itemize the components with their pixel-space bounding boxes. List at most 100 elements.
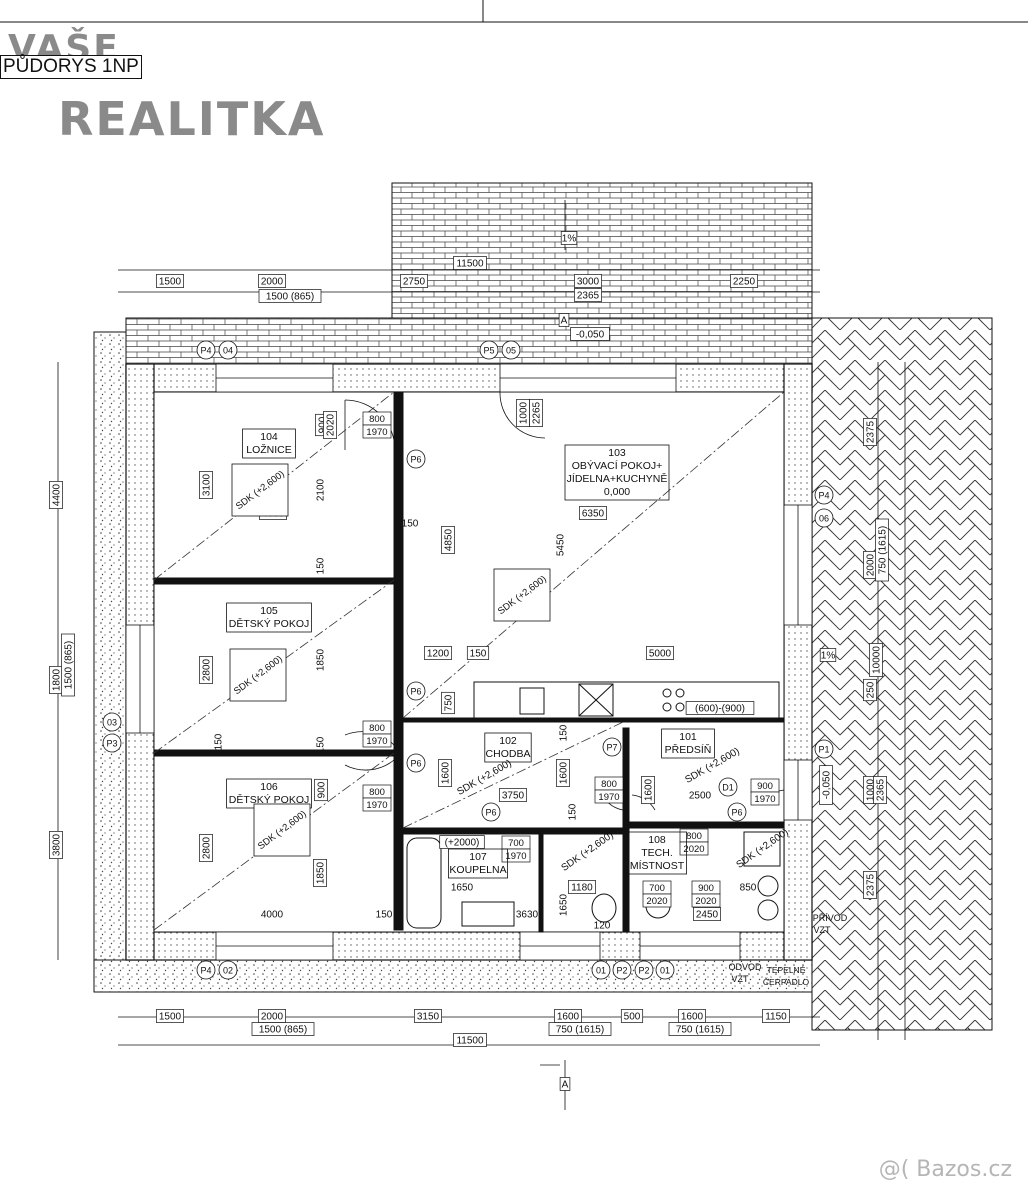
window-tag: P2 [612, 960, 632, 980]
dim-label: 4400 [49, 481, 63, 509]
window-tag: P6 [727, 802, 747, 822]
svg-text:P2: P2 [638, 966, 649, 976]
svg-text:900: 900 [757, 781, 773, 792]
svg-text:0,000: 0,000 [604, 486, 630, 498]
paving-east [811, 317, 993, 1031]
svg-text:P6: P6 [731, 808, 742, 818]
dim-label: 750 (1615) [548, 1022, 612, 1036]
dim-label: 850 [740, 883, 757, 894]
label-heat-pump: TEPELNÉ [767, 965, 806, 975]
dim-label: 150 [568, 803, 579, 820]
dim-label: 2750 [400, 274, 428, 288]
svg-text:150: 150 [376, 910, 393, 921]
window-tag: P2 [634, 960, 654, 980]
svg-text:1000: 1000 [519, 401, 530, 424]
svg-text:04: 04 [223, 346, 233, 356]
dim-label: 1600 [554, 1009, 582, 1023]
dim-label: 2500 [689, 791, 712, 802]
svg-text:1650: 1650 [451, 883, 474, 894]
dim-label: 2800 [199, 656, 213, 684]
svg-text:LOŽNICE: LOŽNICE [246, 443, 292, 456]
dim-label: 1600 [438, 759, 452, 787]
door-tag: 900 1970 [750, 778, 780, 806]
svg-text:3000: 3000 [577, 277, 600, 288]
dim-label: 2000 [863, 551, 877, 579]
svg-text:D1: D1 [722, 783, 734, 793]
svg-text:JÍDELNA+KUCHYNĚ: JÍDELNA+KUCHYNĚ [567, 472, 668, 485]
svg-text:2375: 2375 [866, 873, 877, 896]
window-tag: 06 [814, 508, 834, 528]
svg-text:101: 101 [679, 731, 697, 743]
label-privod: PŘÍVOD [813, 913, 848, 923]
window-tag: 04 [218, 340, 238, 360]
svg-text:1850: 1850 [316, 648, 327, 671]
window-tag: P4 [196, 960, 216, 980]
svg-text:2020: 2020 [646, 896, 667, 907]
svg-text:700: 700 [508, 838, 524, 849]
svg-text:A: A [561, 316, 568, 327]
svg-text:1970: 1970 [754, 794, 775, 805]
svg-text:-0,050: -0,050 [576, 330, 605, 341]
label-heat-pump-2: ČERPADLO [763, 977, 810, 987]
svg-text:1500 (865): 1500 (865) [266, 292, 314, 303]
window-tag: D1 [718, 777, 738, 797]
dim-label: 3800 [49, 831, 63, 859]
dim-label: 3100 [199, 471, 213, 499]
dim-label: 2000 [258, 1009, 286, 1023]
svg-text:900: 900 [317, 781, 328, 798]
svg-text:01: 01 [660, 966, 670, 976]
dim-label: 2375 [863, 871, 877, 899]
dim-label: 1650 [559, 893, 570, 916]
dim-label: 2250 [730, 274, 758, 288]
dim-label: 1500 (865) [251, 1022, 315, 1036]
dim-label: 2265 [529, 399, 543, 427]
svg-text:2500: 2500 [689, 791, 712, 802]
svg-text:103: 103 [608, 447, 626, 459]
dim-label: 1600 [678, 1009, 706, 1023]
dim-label: 1500 [156, 1009, 184, 1023]
dim-label: 5000 [646, 646, 674, 660]
window-tag: P6 [481, 802, 501, 822]
svg-text:700: 700 [649, 883, 665, 894]
svg-text:3800: 3800 [52, 833, 63, 856]
svg-text:150: 150 [402, 519, 419, 530]
svg-text:1970: 1970 [366, 736, 387, 747]
svg-text:800: 800 [601, 779, 617, 790]
svg-text:1200: 1200 [427, 649, 450, 660]
svg-text:1650: 1650 [559, 893, 570, 916]
svg-text:750 (1615): 750 (1615) [556, 1025, 604, 1036]
svg-text:P1: P1 [818, 745, 829, 755]
dim-label: -0,050 [570, 327, 610, 341]
window-tag: P6 [406, 681, 426, 701]
svg-text:2800: 2800 [202, 836, 213, 859]
svg-text:P6: P6 [410, 455, 421, 465]
dim-label: (600)-(900) [685, 701, 755, 715]
dim-label: 10000 [869, 643, 883, 677]
dim-label: 1150 [762, 1009, 790, 1023]
svg-text:850: 850 [740, 883, 757, 894]
svg-text:4400: 4400 [52, 483, 63, 506]
dim-label: 150 [316, 557, 327, 574]
svg-text:ČERPADLO: ČERPADLO [763, 977, 810, 987]
svg-text:(+2000): (+2000) [445, 838, 480, 849]
svg-text:5000: 5000 [649, 649, 672, 660]
svg-text:1150: 1150 [765, 1012, 787, 1023]
svg-text:1600: 1600 [557, 1012, 580, 1023]
svg-text:150: 150 [316, 736, 327, 753]
svg-text:4000: 4000 [261, 910, 284, 921]
svg-text:750 (1615): 750 (1615) [676, 1025, 724, 1036]
svg-text:750 (1615): 750 (1615) [878, 526, 889, 574]
dim-label: 1600 [641, 776, 655, 804]
svg-text:01: 01 [596, 966, 606, 976]
kitchen-counter [473, 681, 780, 719]
svg-text:VZT: VZT [732, 974, 750, 984]
svg-text:800: 800 [369, 414, 385, 425]
